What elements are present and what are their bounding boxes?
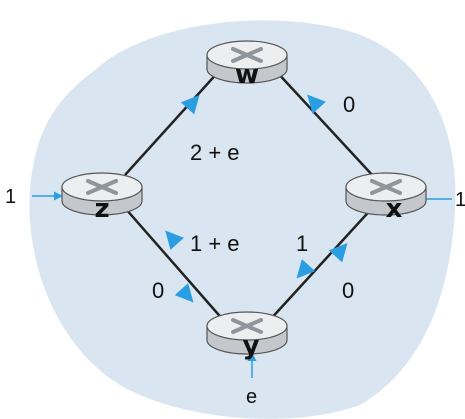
input-label-x: 1 [455, 189, 465, 211]
router-y-label: y [243, 331, 260, 361]
router-z-label: z [94, 194, 109, 224]
link-z-y [117, 199, 226, 323]
flow-arrow-z-w [147, 95, 200, 153]
router-w: w [206, 40, 288, 90]
router-x-icon [370, 179, 402, 195]
flow-arrow-y-z [165, 230, 211, 281]
flow-arrow-x-w [307, 94, 353, 145]
link-w-x [274, 69, 376, 179]
flow-arrow-y-x [295, 243, 348, 301]
input-label-z: 1 [5, 186, 16, 208]
flow-arrow-z-y [145, 249, 194, 303]
router-y-icon [231, 318, 263, 334]
input-label-y: e [246, 386, 257, 408]
label-x-y-upper: 1 [296, 231, 308, 256]
network-background [29, 20, 456, 419]
router-w-label: w [235, 60, 259, 90]
flow-arrow-x-y [296, 225, 345, 279]
router-x: x [345, 172, 427, 224]
label-z-w: 2 + e [190, 140, 240, 165]
router-y: y [206, 311, 288, 361]
router-x-label: x [386, 194, 403, 224]
router-z-icon [86, 179, 118, 195]
link-y-x [267, 204, 376, 323]
label-y-z-lower: 0 [152, 278, 164, 303]
router-w-icon [231, 47, 263, 63]
flow-arrows [145, 94, 353, 303]
label-x-y-lower: 0 [342, 278, 354, 303]
router-z: z [61, 172, 143, 224]
label-x-w: 0 [343, 92, 355, 117]
label-y-z-upper: 1 + e [190, 231, 240, 256]
